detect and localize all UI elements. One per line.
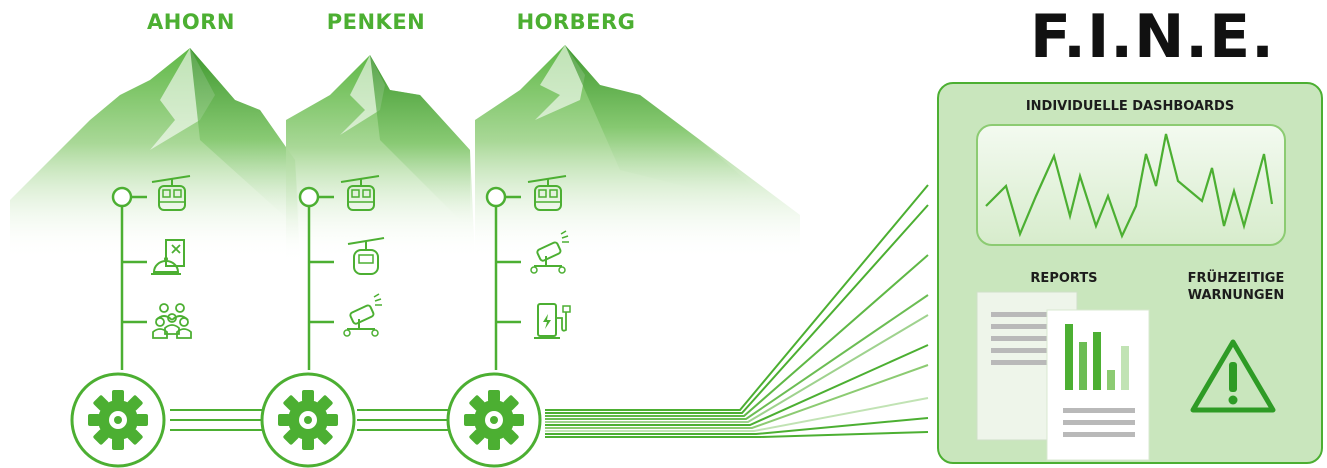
- dashboard-chart-card: [976, 124, 1286, 246]
- tree-penken: [298, 186, 334, 370]
- mountain-label-penken: PENKEN: [326, 10, 426, 34]
- tree-ahorn: [111, 186, 147, 370]
- warning-triangle-icon: [1190, 339, 1276, 413]
- people-group-icon: [152, 303, 192, 339]
- mountain-label-ahorn: AHORN: [147, 10, 235, 34]
- snow-cannon-icon: [343, 293, 383, 337]
- mountain-label-horberg: HORBERG: [516, 10, 636, 34]
- dashboards-label: INDIVIDUELLE DASHBOARDS: [1025, 99, 1235, 114]
- gear-icon: [446, 372, 542, 468]
- mountain-ahorn: [10, 48, 300, 260]
- brand-logo: F.I.N.E.: [1030, 2, 1275, 72]
- ev-charging-icon: [533, 303, 571, 339]
- mountain-penken: [286, 55, 475, 260]
- dashboard-sparkline: [985, 133, 1274, 239]
- gear-icon: [70, 372, 166, 468]
- gear-icon: [260, 372, 356, 468]
- data-flow-lines: [545, 184, 929, 438]
- tree-horberg: [485, 186, 521, 370]
- report-documents-icon: [976, 291, 1150, 461]
- reports-label: REPORTS: [1030, 271, 1098, 286]
- mountain-horberg: [475, 45, 800, 260]
- gear-connectors: [170, 409, 449, 431]
- results-panel: INDIVIDUELLE DASHBOARDS REPORTS FRÜHZEIT…: [937, 82, 1323, 464]
